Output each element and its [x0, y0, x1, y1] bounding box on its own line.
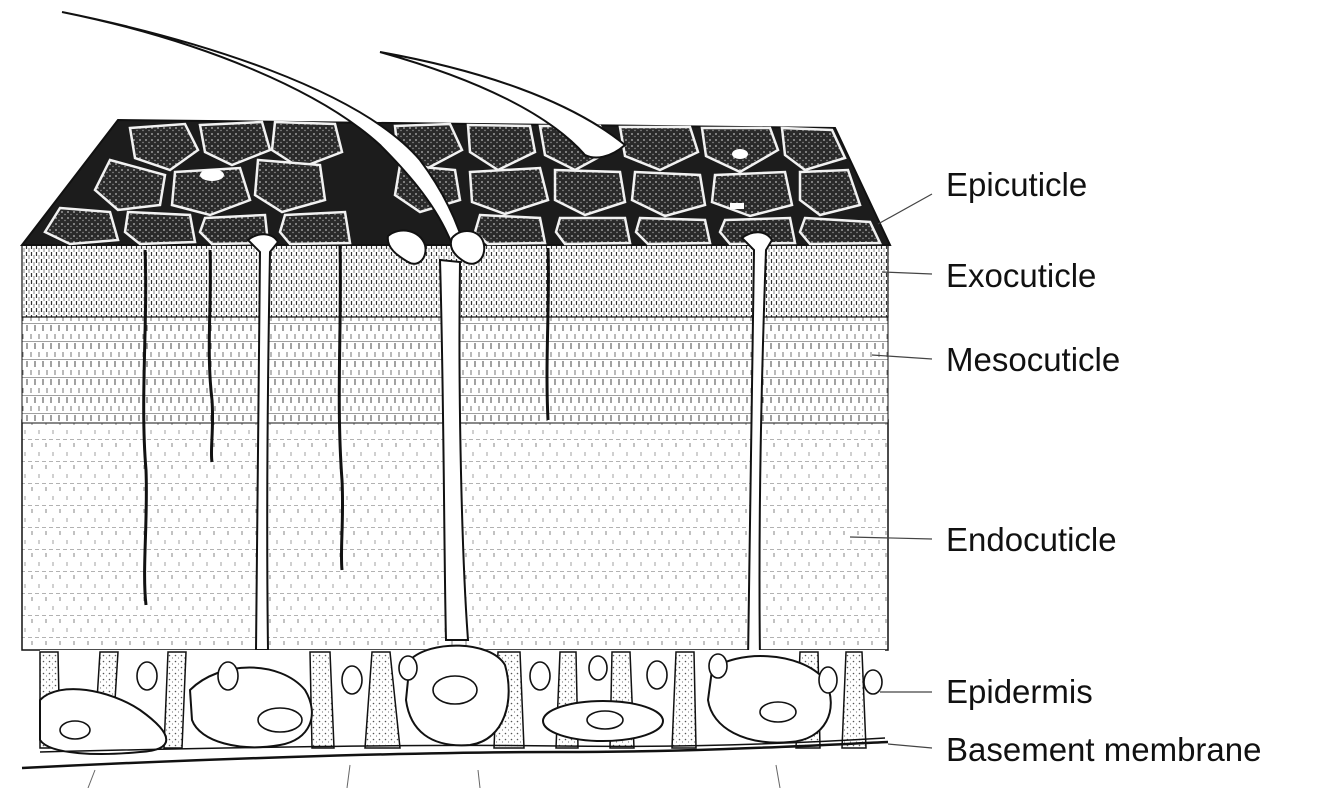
surface-pore — [732, 149, 748, 159]
label-endocuticle: Endocuticle — [946, 523, 1117, 556]
label-mesocuticle: Mesocuticle — [946, 343, 1120, 376]
label-epicuticle: Epicuticle — [946, 168, 1087, 201]
surface-pore — [200, 169, 224, 181]
label-epidermis: Epidermis — [946, 675, 1093, 708]
label-exocuticle: Exocuticle — [946, 259, 1096, 292]
bottom-pointer-lines — [88, 765, 780, 788]
label-basement-membrane: Basement membrane — [946, 733, 1261, 766]
surface-pore — [730, 203, 744, 209]
